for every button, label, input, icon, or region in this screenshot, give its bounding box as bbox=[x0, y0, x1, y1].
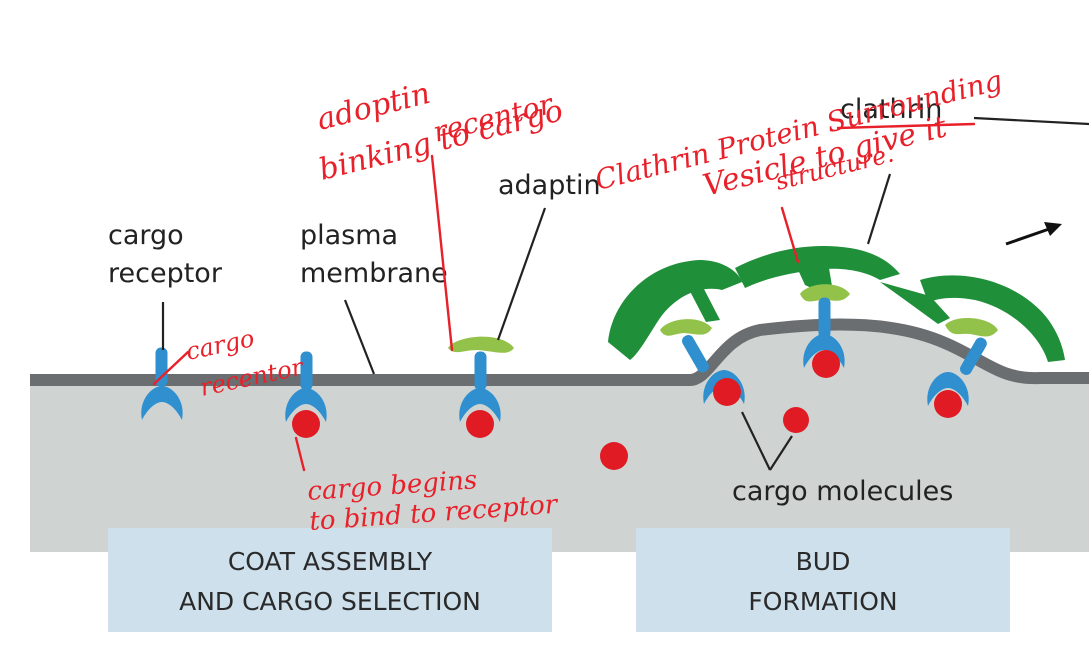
hw-receptor-note-line1: cargo bbox=[183, 324, 256, 366]
stage-label-line2: FORMATION bbox=[748, 587, 897, 616]
arrow-icon bbox=[1005, 222, 1062, 246]
cargo-receptor-shape bbox=[682, 335, 745, 404]
cargo-molecules bbox=[292, 350, 962, 470]
clathrin-triskelion bbox=[920, 275, 1065, 362]
cargo-receptor-shape bbox=[285, 351, 327, 422]
clathrin-coat bbox=[608, 246, 1065, 362]
leader-clathrin-right bbox=[973, 116, 1089, 126]
adaptin-shape bbox=[660, 319, 712, 336]
hw-cargo-pointer bbox=[294, 436, 306, 472]
plasma-membrane bbox=[30, 318, 1089, 386]
label-cargo-receptor-line2: receptor bbox=[108, 258, 223, 289]
hw-clathrin-pointer bbox=[780, 206, 800, 264]
clathrin-triskelion bbox=[790, 250, 832, 292]
label-adaptin: adaptin bbox=[498, 170, 601, 201]
cargo-molecule bbox=[812, 350, 840, 378]
leader-plasma-membrane bbox=[343, 299, 376, 375]
label-cargo-receptor-line1: cargo bbox=[108, 220, 184, 251]
leader-clathrin bbox=[866, 173, 892, 245]
leader-adaptin bbox=[496, 207, 547, 341]
leader-lines bbox=[161, 116, 1089, 471]
hw-clathrin-underline bbox=[836, 122, 976, 130]
cargo-molecule bbox=[466, 410, 494, 438]
label-clathrin: clathrin bbox=[840, 94, 942, 125]
cargo-receptor-shape bbox=[927, 337, 987, 406]
stage-label-line2: AND CARGO SELECTION bbox=[179, 587, 481, 616]
adaptins bbox=[448, 284, 998, 353]
clathrin-triskelion bbox=[880, 282, 950, 324]
cargo-receptors bbox=[141, 297, 987, 422]
leader-cargo-molecules-2 bbox=[769, 435, 793, 471]
adaptin-shape bbox=[448, 336, 514, 353]
label-cargo-molecules: cargo molecules bbox=[732, 476, 953, 507]
label-plasma-membrane-line1: plasma bbox=[300, 220, 398, 251]
adaptin-shape bbox=[945, 317, 998, 337]
label-plasma-membrane-line2: membrane bbox=[300, 258, 448, 289]
cargo-molecule bbox=[600, 442, 628, 470]
hw-receptor-pointer bbox=[152, 350, 190, 386]
stage-box-bud-formation: BUD FORMATION bbox=[636, 528, 1010, 632]
cargo-receptor-shape bbox=[459, 351, 501, 422]
stage-label-line1: BUD bbox=[796, 547, 851, 576]
adaptin-shape bbox=[800, 284, 850, 302]
clathrin-triskelion bbox=[608, 260, 742, 360]
cargo-molecule bbox=[783, 407, 809, 433]
cargo-molecule bbox=[713, 378, 741, 406]
leader-cargo-molecules-1 bbox=[741, 411, 771, 471]
cargo-molecule bbox=[934, 390, 962, 418]
stage-box-coat-assembly: COAT ASSEMBLY AND CARGO SELECTION bbox=[108, 528, 552, 632]
cargo-molecule bbox=[292, 410, 320, 438]
cargo-receptor-shape bbox=[803, 297, 845, 368]
stage-label-line1: COAT ASSEMBLY bbox=[228, 547, 433, 576]
clathrin-triskelion bbox=[682, 262, 720, 322]
hw-adaptin-pointer bbox=[430, 154, 454, 352]
cargo-receptor-shape bbox=[141, 347, 183, 420]
